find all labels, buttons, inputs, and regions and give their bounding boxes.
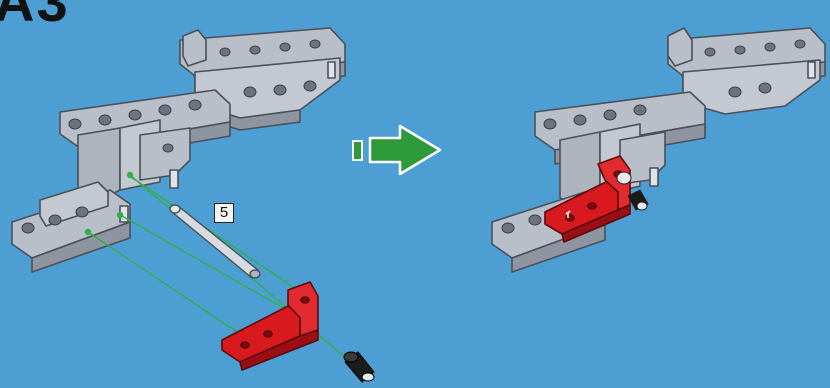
left-frame-assembly [12, 28, 345, 272]
black-pin-part [344, 352, 374, 382]
part-quantity-label: 5 [214, 203, 234, 223]
progress-arrow-icon [353, 126, 440, 174]
right-frame-assembly [492, 28, 825, 272]
red-angle-beam-part [222, 282, 318, 370]
